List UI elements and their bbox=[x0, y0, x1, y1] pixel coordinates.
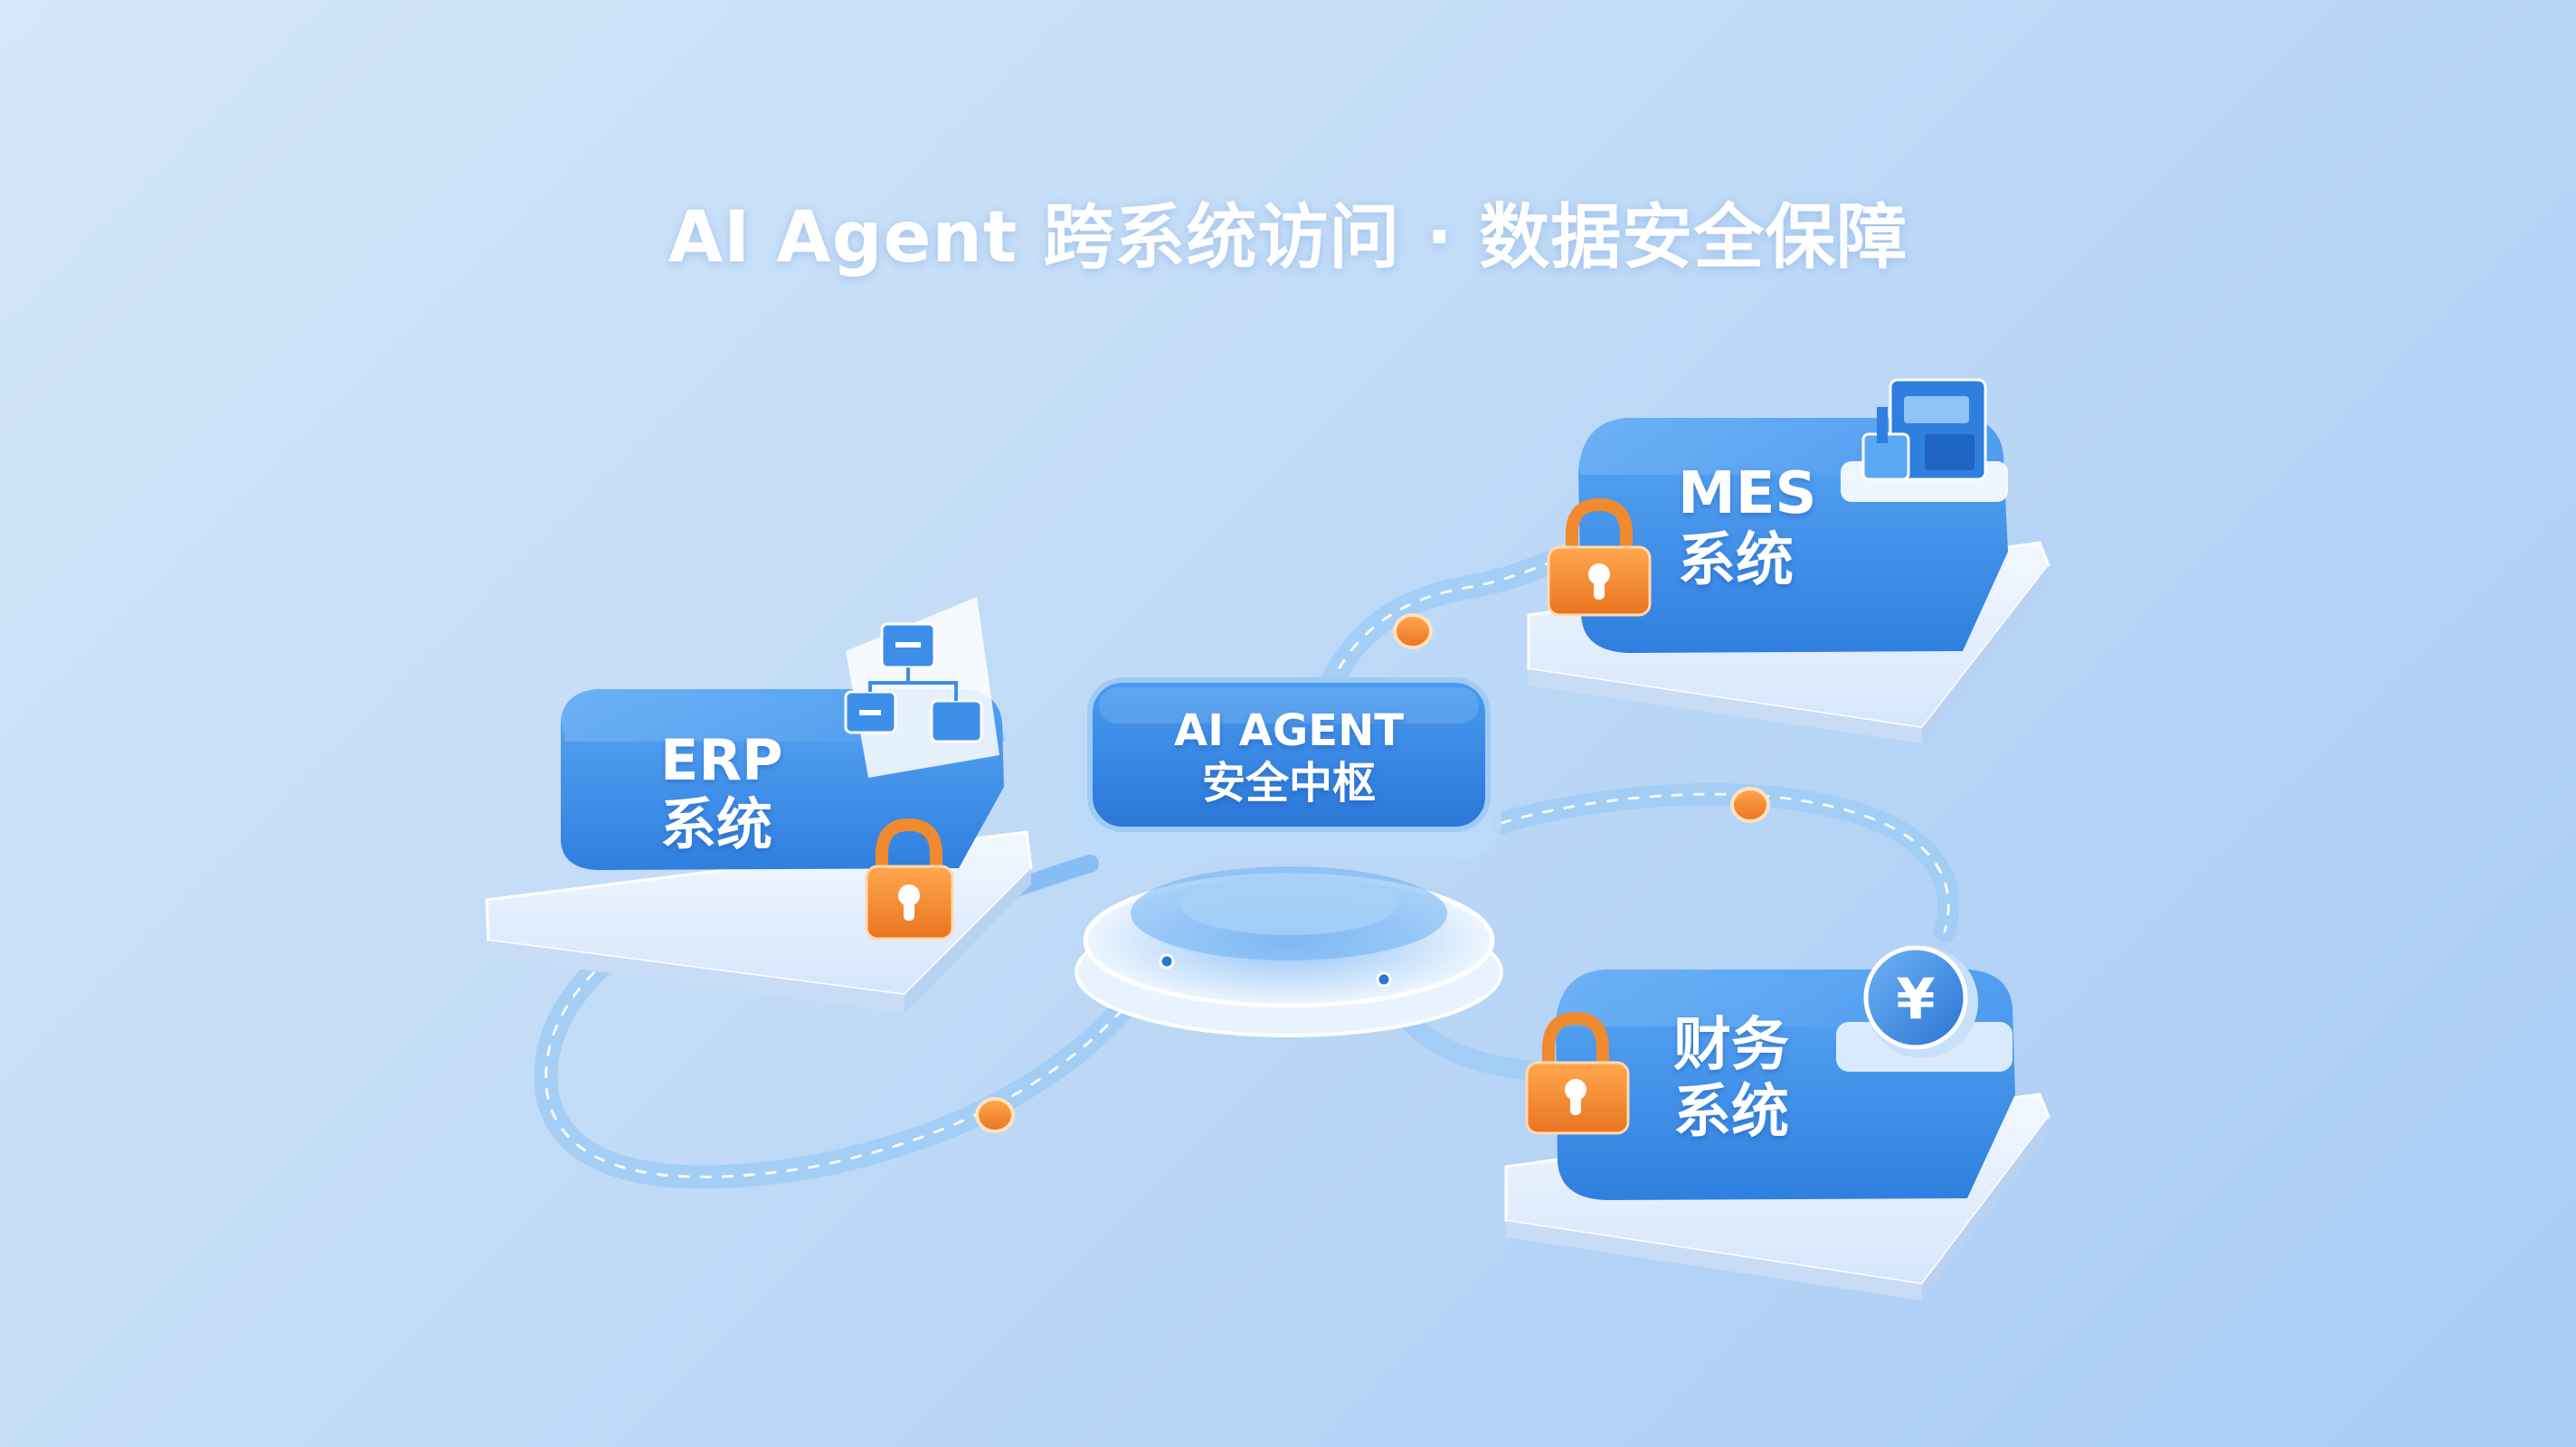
path-node bbox=[975, 1097, 1015, 1133]
hub-label: AI AGENT 安全中枢 bbox=[1108, 705, 1470, 809]
erp-label: ERP 系统 bbox=[660, 728, 783, 857]
hub-label-line1: AI AGENT bbox=[1174, 705, 1404, 756]
mes-padlock-icon bbox=[1547, 497, 1652, 617]
path-hub-finance-arc bbox=[1491, 783, 1960, 942]
finance-label-line2: 系统 bbox=[1673, 1078, 1789, 1146]
finance-label: 财务 系统 bbox=[1673, 1012, 1789, 1146]
finance-label-line1: 财务 bbox=[1673, 1012, 1789, 1079]
finance-padlock-icon bbox=[1525, 1011, 1630, 1135]
page-title: AI Agent 跨系统访问 · 数据安全保障 bbox=[668, 197, 1908, 279]
path-node bbox=[1393, 613, 1433, 649]
connection-paths bbox=[534, 544, 1960, 1189]
mes-label-line1: MES bbox=[1678, 460, 1817, 527]
erp-label-line2: 系统 bbox=[660, 791, 773, 858]
mes-label: MES 系统 bbox=[1678, 460, 1817, 594]
hub-label-line2: 安全中枢 bbox=[1201, 757, 1376, 809]
path-node-markers bbox=[975, 613, 1770, 1133]
factory-machine-icon bbox=[1841, 378, 2008, 502]
erp-label-line1: ERP bbox=[660, 727, 783, 793]
yen-symbol: ¥ bbox=[1896, 966, 1935, 1032]
yen-coin-icon: ¥ bbox=[1863, 945, 1978, 1058]
path-node bbox=[1730, 787, 1770, 823]
erp-padlock-icon bbox=[865, 818, 954, 941]
org-chart-icon bbox=[844, 597, 999, 778]
hub-core[interactable] bbox=[1075, 677, 1503, 1037]
mes-label-line2: 系统 bbox=[1678, 526, 1794, 594]
